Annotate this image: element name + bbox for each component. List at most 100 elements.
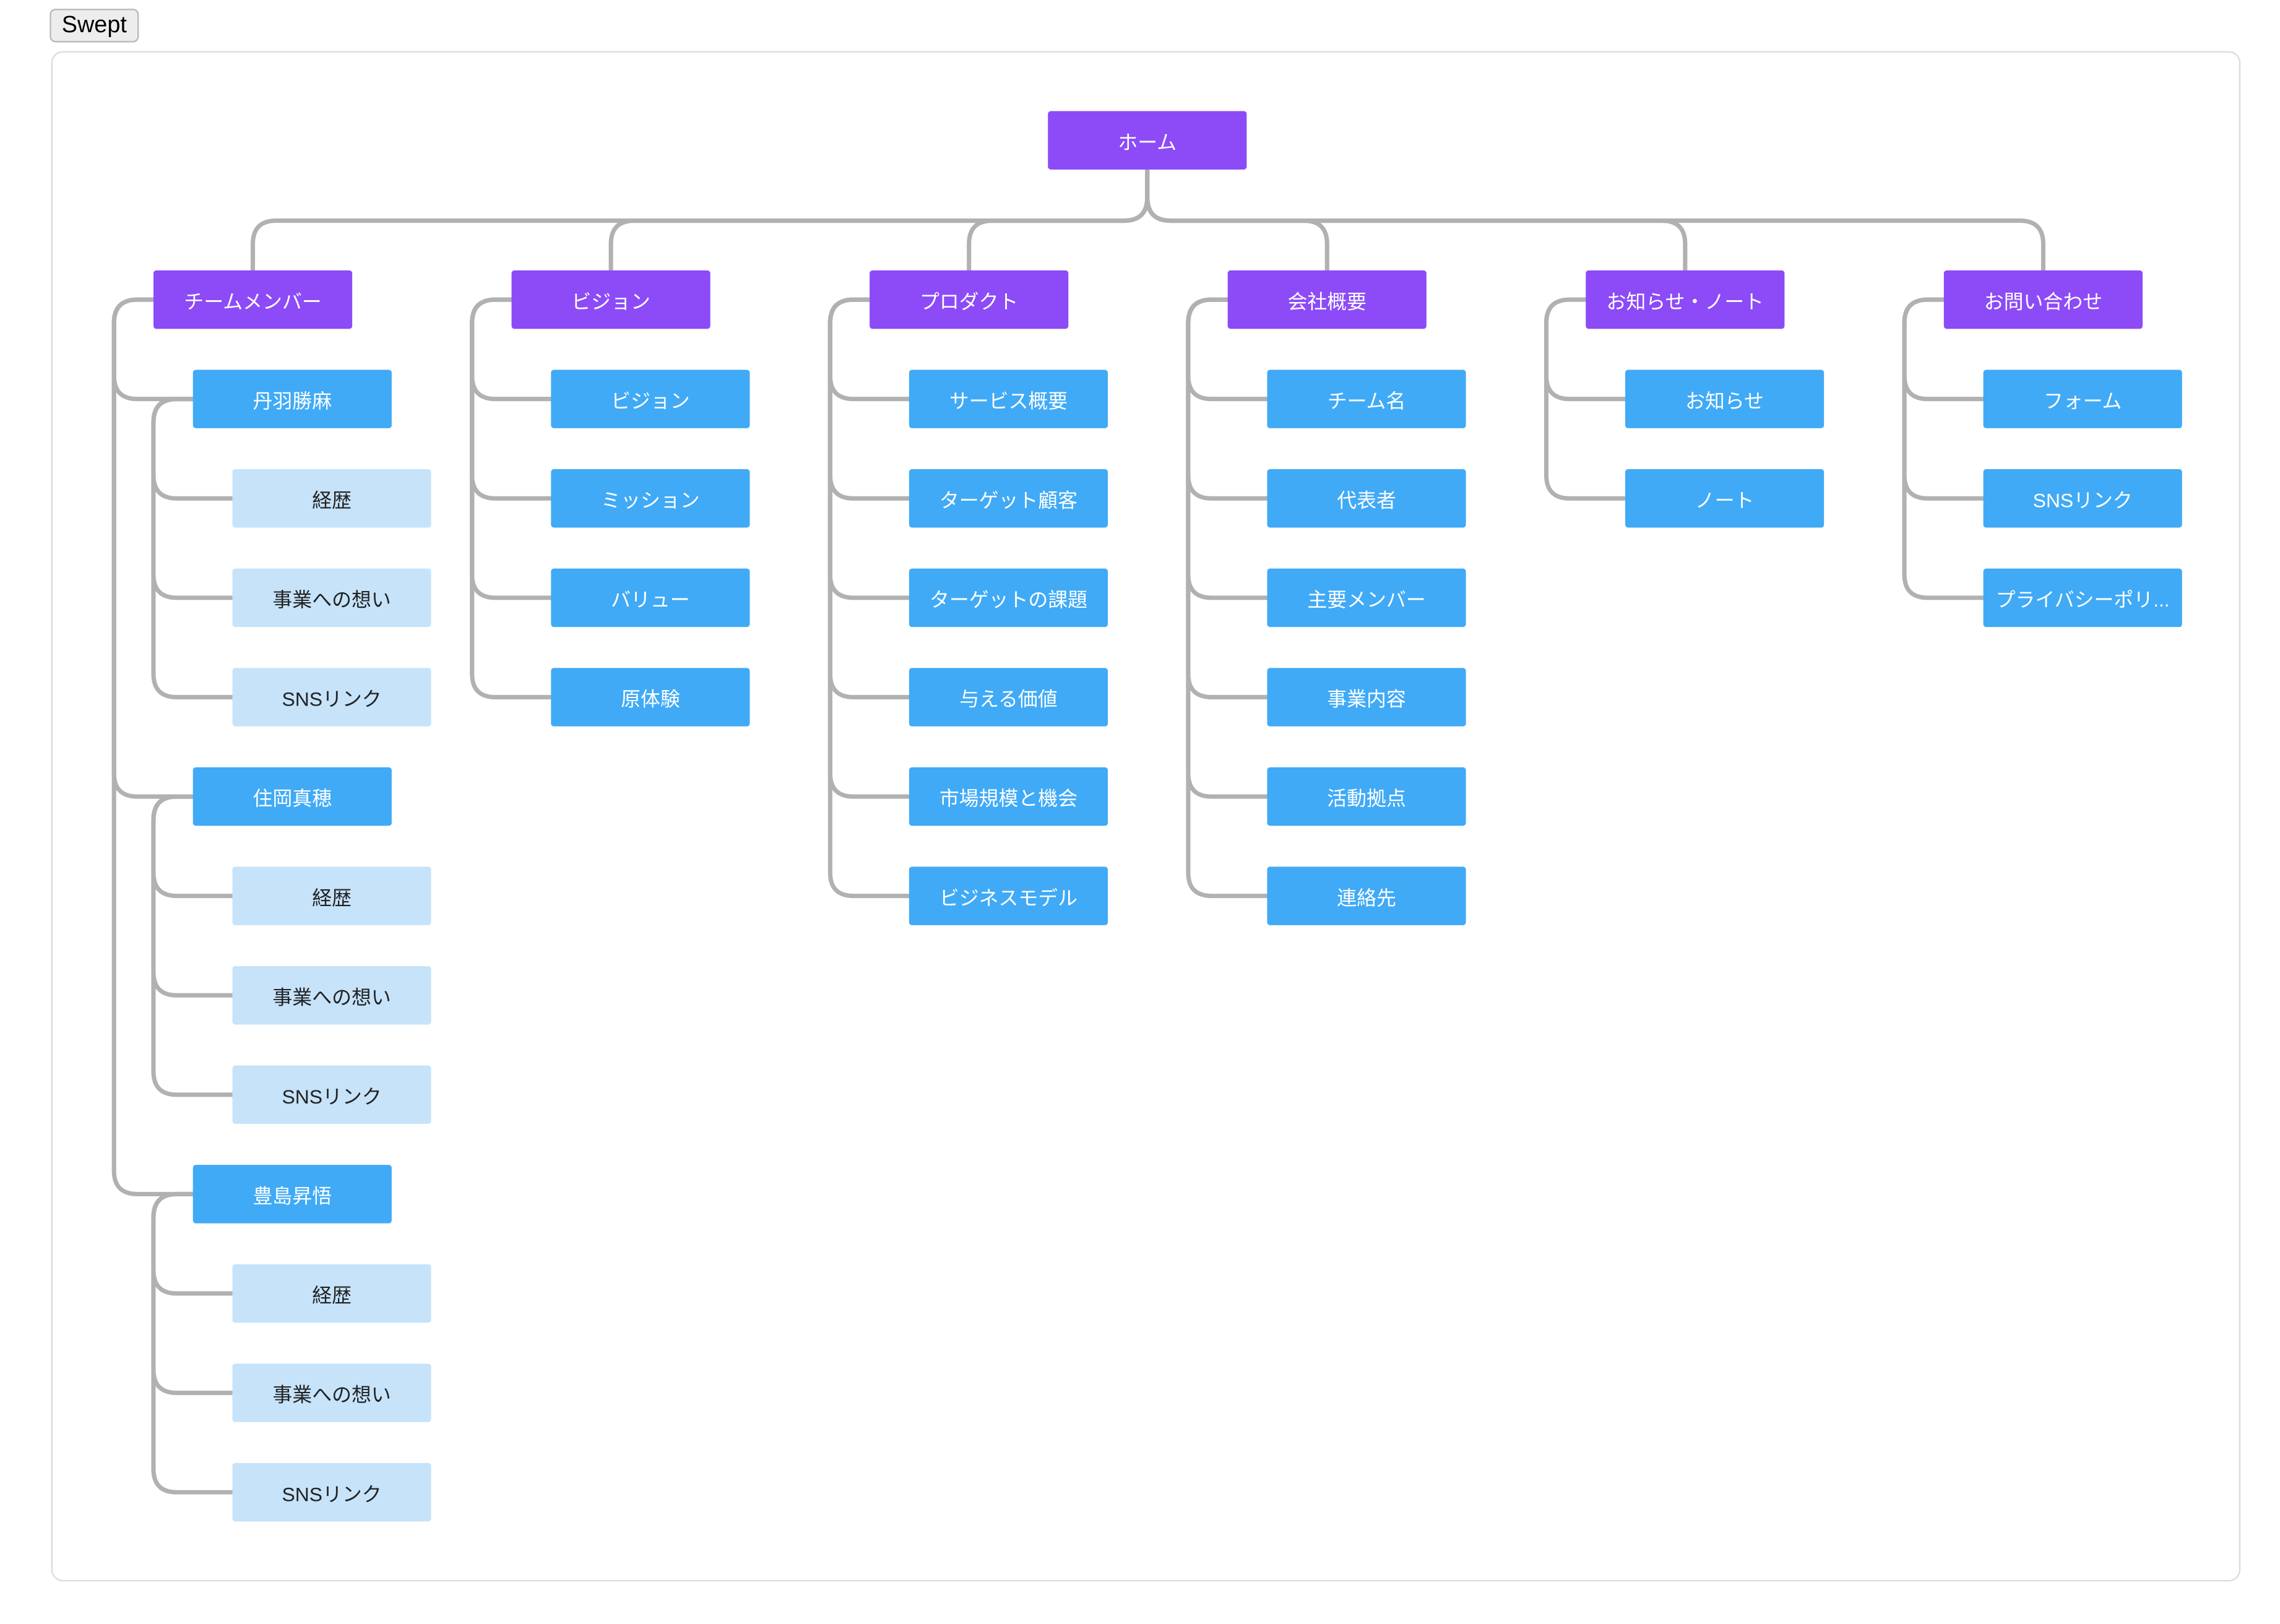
page-node[interactable]: ビジョン xyxy=(551,369,750,428)
page-node[interactable]: フォーム xyxy=(1983,369,2182,428)
subpage-node[interactable]: 事業への想い xyxy=(232,568,431,628)
node-label: 事業への想い xyxy=(272,1384,391,1406)
connector-line xyxy=(111,297,196,1196)
subpage-node[interactable]: 経歴 xyxy=(232,1264,431,1323)
subpage-node[interactable]: 経歴 xyxy=(232,469,431,528)
node-label: SNSリンク xyxy=(282,1086,382,1108)
page-node[interactable]: お知らせ xyxy=(1625,369,1824,428)
page-node[interactable]: サービス概要 xyxy=(909,369,1108,428)
node-label: ビジネスモデル xyxy=(939,887,1078,909)
node-label: ノート xyxy=(1695,490,1755,512)
node-label: チームメンバー xyxy=(184,290,322,313)
subpage-node[interactable]: 事業への想い xyxy=(232,1363,431,1422)
page-node[interactable]: ビジネスモデル xyxy=(909,866,1108,925)
connector-line xyxy=(1186,297,1269,899)
page-node[interactable]: 代表者 xyxy=(1267,469,1466,528)
node-label: SNSリンク xyxy=(282,1483,382,1506)
node-label: ビジョン xyxy=(571,290,650,313)
page-node[interactable]: チーム名 xyxy=(1267,369,1466,428)
node-label: 原体験 xyxy=(621,688,680,710)
node-label: お知らせ・ノート xyxy=(1606,290,1764,313)
node-label: 豊島昇悟 xyxy=(253,1185,332,1207)
section-node[interactable]: お問い合わせ xyxy=(1943,270,2143,329)
page-node[interactable]: 原体験 xyxy=(551,668,750,727)
page-node[interactable]: 住岡真穂 xyxy=(192,767,392,826)
subpage-node[interactable]: SNSリンク xyxy=(232,668,431,727)
node-label: 経歴 xyxy=(312,490,352,512)
connector-line xyxy=(827,297,912,799)
connector-line xyxy=(470,297,553,600)
connector-line xyxy=(151,794,235,1097)
node-label: ターゲット顧客 xyxy=(939,490,1078,512)
section-node[interactable]: お知らせ・ノート xyxy=(1586,270,1785,329)
page-node[interactable]: プライバシーポリ... xyxy=(1983,568,2182,628)
subpage-node[interactable]: 事業への想い xyxy=(232,965,431,1025)
node-label: 連絡先 xyxy=(1337,887,1396,909)
node-label: ビジョン xyxy=(611,390,690,412)
connector-line xyxy=(827,297,912,600)
section-node[interactable]: ビジョン xyxy=(511,270,710,329)
connector-line xyxy=(967,167,1150,273)
node-label: バリュー xyxy=(611,589,690,611)
page-node[interactable]: 主要メンバー xyxy=(1267,568,1466,628)
node-label: 事業への想い xyxy=(272,987,391,1009)
node-label: SNSリンク xyxy=(282,688,382,710)
node-label: 事業内容 xyxy=(1327,688,1406,710)
connector-line xyxy=(1544,297,1628,501)
subpage-node[interactable]: SNSリンク xyxy=(232,1065,431,1125)
connector-line xyxy=(470,297,553,699)
node-label: チーム名 xyxy=(1327,390,1406,412)
connector-line xyxy=(827,297,912,899)
page-node[interactable]: ノート xyxy=(1625,469,1824,528)
page-node[interactable]: ターゲット顧客 xyxy=(909,469,1108,528)
node-label: ホーム xyxy=(1118,131,1177,153)
page-node[interactable]: ターゲットの課題 xyxy=(909,568,1108,628)
node-label: お知らせ xyxy=(1685,390,1764,412)
page-node[interactable]: ミッション xyxy=(551,469,750,528)
node-label: フォーム xyxy=(2043,390,2122,412)
connector-line xyxy=(1186,297,1269,600)
node-label: 与える価値 xyxy=(959,688,1058,710)
node-label: サービス概要 xyxy=(949,390,1068,412)
section-node[interactable]: プロダクト xyxy=(870,270,1069,329)
page-node[interactable]: 丹羽勝麻 xyxy=(192,369,392,428)
node-label: 経歴 xyxy=(312,1284,352,1307)
node-label: お問い合わせ xyxy=(1984,290,2103,313)
node-label: プロダクト xyxy=(919,290,1019,313)
section-node[interactable]: 会社概要 xyxy=(1227,270,1427,329)
node-label: 住岡真穂 xyxy=(253,787,332,810)
node-label: 活動拠点 xyxy=(1327,787,1406,810)
subpage-node[interactable]: 経歴 xyxy=(232,866,431,925)
page-node[interactable]: 活動拠点 xyxy=(1267,767,1466,826)
connector-line xyxy=(151,1191,235,1495)
node-label: 事業への想い xyxy=(272,589,391,611)
node-label: 経歴 xyxy=(312,887,352,909)
connector-line xyxy=(1186,297,1269,799)
node-label: 主要メンバー xyxy=(1307,589,1426,611)
section-node[interactable]: チームメンバー xyxy=(153,270,353,329)
connector-layer xyxy=(111,167,2045,1495)
page-node[interactable]: バリュー xyxy=(551,568,750,628)
connector-line xyxy=(1145,167,2045,273)
node-label: プライバシーポリ... xyxy=(1995,589,2170,611)
connector-line xyxy=(151,397,235,699)
page-node[interactable]: 事業内容 xyxy=(1267,668,1466,727)
page-node[interactable]: 与える価値 xyxy=(909,668,1108,727)
node-label: ミッション xyxy=(601,490,700,512)
root-node[interactable]: ホーム xyxy=(1048,111,1247,170)
page-node[interactable]: SNSリンク xyxy=(1983,469,2182,528)
node-label: 代表者 xyxy=(1337,490,1396,512)
page-node[interactable]: 市場規模と機会 xyxy=(909,767,1108,826)
node-label: 丹羽勝麻 xyxy=(253,390,332,412)
connector-line xyxy=(1902,297,1986,600)
page-node[interactable]: 連絡先 xyxy=(1267,866,1466,925)
page-node[interactable]: 豊島昇悟 xyxy=(192,1165,392,1224)
subpage-node[interactable]: SNSリンク xyxy=(232,1462,431,1522)
swept-button[interactable]: Swept xyxy=(50,9,139,43)
node-label: 市場規模と機会 xyxy=(939,787,1078,810)
node-label: 会社概要 xyxy=(1287,290,1367,313)
node-label: SNSリンク xyxy=(2032,490,2133,512)
node-label: ターゲットの課題 xyxy=(929,589,1087,611)
